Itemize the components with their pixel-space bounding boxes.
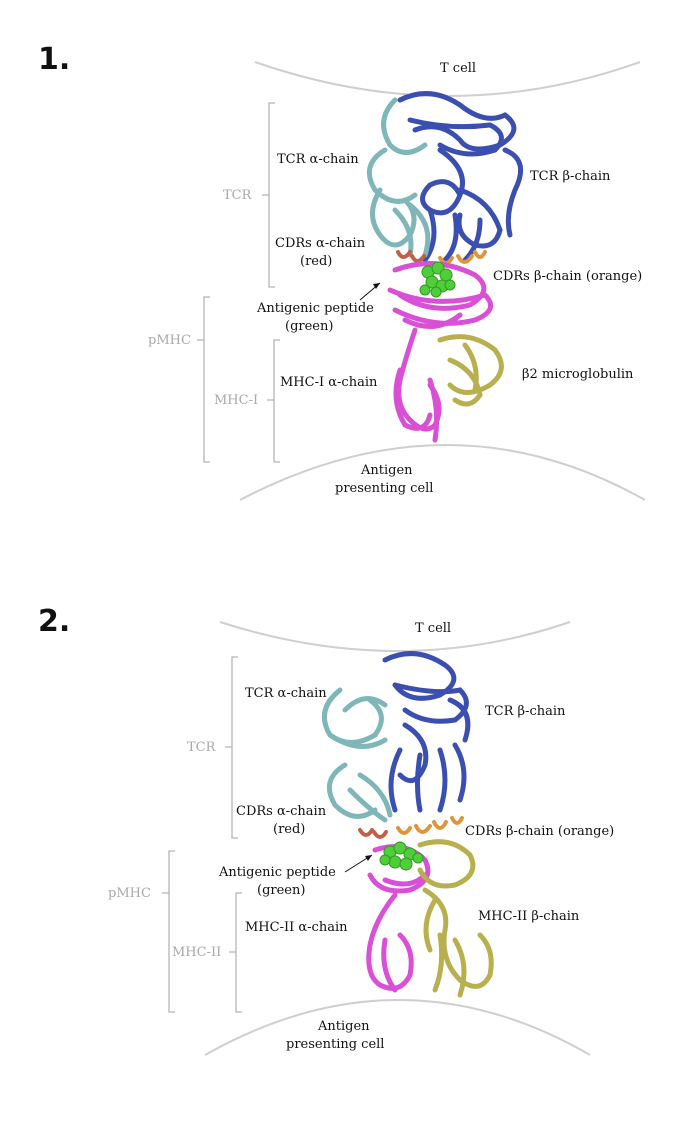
cdr-beta-loops (396, 816, 464, 835)
peptide-pointer-arrowhead (373, 283, 380, 289)
cdr-alpha-label: CDRs α-chain (236, 804, 327, 819)
cdr-beta-label: CDRs β-chain (orange) (465, 824, 614, 839)
cdr-alpha-loops (358, 828, 388, 839)
cdr-alpha-label-sub: (red) (273, 822, 305, 837)
cdr-alpha-loops (396, 250, 426, 263)
peptide-label-sub: (green) (257, 883, 305, 898)
tcr-beta-label: TCR β-chain (530, 169, 611, 184)
mhc-alpha-chain-ribbon (387, 261, 494, 443)
mhc-beta-chain-ribbon (417, 839, 494, 998)
cdr-alpha-label: CDRs α-chain (275, 236, 366, 251)
tcr-beta-chain-ribbon (397, 91, 524, 263)
cdr-beta-label: CDRs β-chain (orange) (493, 269, 642, 284)
mhc-brace (267, 339, 280, 463)
tcr-alpha-chain-ribbon (321, 687, 393, 823)
t-cell-label: T cell (415, 621, 451, 636)
tcr-brace-label: TCR (187, 740, 217, 755)
figure-panel-2: 2. (0, 560, 682, 1130)
apc-label: Antigen (360, 463, 413, 478)
figure-panel-1: 1. (0, 0, 682, 560)
apc-label: Antigen (317, 1019, 370, 1034)
cdr-alpha-label-sub: (red) (300, 254, 332, 269)
mhc-brace (229, 892, 242, 1013)
antigenic-peptide-spheres (379, 841, 424, 871)
antigenic-peptide-spheres (419, 261, 456, 298)
pmhc-brace-label: pMHC (108, 886, 151, 901)
apc-label-sub: presenting cell (335, 481, 433, 496)
t-cell-label: T cell (440, 61, 476, 76)
t-cell-membrane (254, 61, 641, 97)
apc-label-sub: presenting cell (286, 1037, 384, 1052)
mhc-alpha-label: MHC-II α-chain (245, 920, 348, 935)
panel-number: 2. (38, 604, 71, 639)
tcr-alpha-label: TCR α-chain (277, 152, 359, 167)
peptide-label-sub: (green) (285, 319, 333, 334)
pmhc-brace-label: pMHC (148, 333, 191, 348)
peptide-label: Antigenic peptide (256, 301, 374, 316)
peptide-pointer-arrowhead (365, 855, 372, 861)
tcr-brace (225, 656, 238, 839)
tcr-alpha-chain-ribbon (366, 97, 431, 258)
tcr-alpha-label: TCR α-chain (245, 686, 327, 701)
apc-membrane (239, 444, 646, 501)
tcr-pmhc-diagram-1: T cell TCR α-chain TCR β-chain CDRs α-ch… (148, 61, 646, 501)
beta2-microglobulin-ribbon (437, 334, 504, 407)
panel-number: 1. (38, 42, 71, 77)
pmhc-brace (197, 296, 210, 463)
tcr-pmhc-diagram-2: T cell TCR α-chain TCR β-chain CDRs α-ch… (108, 621, 614, 1056)
tcr-beta-chain-ribbon (382, 651, 471, 813)
tcr-beta-label: TCR β-chain (485, 704, 566, 719)
mhc-beta-label: MHC-II β-chain (478, 909, 580, 924)
mhc-brace-label: MHC-II (172, 945, 221, 960)
tcr-brace (262, 102, 275, 288)
mhc-alpha-label: MHC-I α-chain (280, 375, 378, 390)
peptide-label: Antigenic peptide (218, 865, 336, 880)
tcr-brace-label: TCR (223, 188, 253, 203)
mhc-brace-label: MHC-I (214, 393, 258, 408)
pmhc-brace (162, 850, 175, 1013)
beta2-microglobulin-label: β2 microglobulin (522, 367, 634, 382)
t-cell-membrane (219, 621, 571, 652)
apc-membrane (204, 999, 591, 1056)
